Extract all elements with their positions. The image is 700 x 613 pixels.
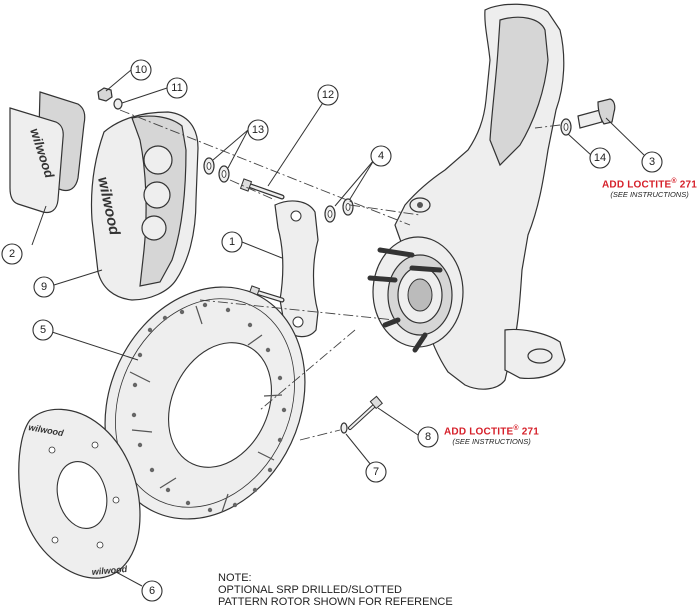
- nut-10: [97, 87, 113, 102]
- bracket-bolts-12: [239, 178, 285, 303]
- washer-11: [113, 98, 123, 110]
- shim-washers-4: [324, 198, 354, 223]
- note-line-1: OPTIONAL SRP DRILLED/SLOTTED: [218, 584, 402, 596]
- leader-lines: [31, 69, 645, 587]
- callout-3: 3: [641, 151, 663, 173]
- callout-2: 2: [1, 243, 23, 265]
- callout-7: 7: [365, 461, 387, 483]
- loctite-note-sub: (SEE INSTRUCTIONS): [452, 437, 531, 447]
- rotor-hat: wilwood wilwood: [18, 408, 141, 579]
- svg-text:7: 7: [373, 466, 379, 478]
- svg-text:10: 10: [135, 64, 147, 76]
- rotor-bolt-8: [348, 395, 383, 430]
- washers-13: [203, 157, 230, 183]
- hat-bolt-holes: [48, 441, 120, 549]
- rotor-drill-holes: [131, 302, 287, 513]
- svg-text:4: 4: [378, 150, 384, 162]
- note-title: NOTE:: [218, 572, 252, 584]
- callout-1: 1: [221, 231, 243, 253]
- loctite-note-main: ADD LOCTITE® 271: [602, 178, 698, 191]
- svg-text:12: 12: [322, 89, 334, 101]
- rotor: [104, 286, 306, 520]
- hub-assembly: [367, 236, 464, 353]
- callout-5: 5: [32, 319, 54, 341]
- callout-6: 6: [141, 580, 163, 602]
- assembly-centerlines: [119, 109, 561, 441]
- wheel-studs: [367, 247, 443, 353]
- svg-text:11: 11: [171, 82, 182, 94]
- svg-text:14: 14: [594, 152, 606, 164]
- callout-4: 4: [370, 145, 392, 167]
- brake-pads: wilwood: [9, 91, 86, 214]
- callout-10: 10: [130, 59, 152, 81]
- washer-7: [340, 422, 348, 434]
- svg-text:8: 8: [425, 431, 431, 443]
- loctite-note-sub: (SEE INSTRUCTIONS): [610, 190, 689, 200]
- loctite-note-main: ADD LOCTITE® 271: [444, 425, 540, 438]
- rotor-slots: [129, 305, 283, 513]
- callout-14: 14: [589, 147, 611, 169]
- mounting-bolt-3: [577, 98, 616, 129]
- loctite-note-bolt-3: ADD LOCTITE® 271 (SEE INSTRUCTIONS): [602, 178, 697, 199]
- svg-text:1: 1: [229, 236, 235, 248]
- svg-text:6: 6: [149, 585, 155, 597]
- svg-text:5: 5: [40, 324, 46, 336]
- callout-9: 9: [33, 276, 55, 298]
- rotor-note: NOTE: OPTIONAL SRP DRILLED/SLOTTED PATTE…: [218, 572, 453, 608]
- svg-text:3: 3: [649, 156, 655, 168]
- caliper-bracket: [274, 200, 319, 338]
- loctite-note-bolt-8: ADD LOCTITE® 271 (SEE INSTRUCTIONS): [444, 425, 539, 446]
- callout-8: 8: [417, 426, 439, 448]
- callout-12: 12: [317, 84, 339, 106]
- note-line-2: PATTERN ROTOR SHOWN FOR REFERENCE: [218, 596, 453, 608]
- callout-13: 13: [247, 119, 269, 141]
- caliper: wilwood: [90, 111, 199, 301]
- svg-text:9: 9: [41, 281, 47, 293]
- svg-text:2: 2: [9, 248, 15, 260]
- svg-text:13: 13: [252, 124, 264, 136]
- callout-11: 11: [166, 77, 188, 99]
